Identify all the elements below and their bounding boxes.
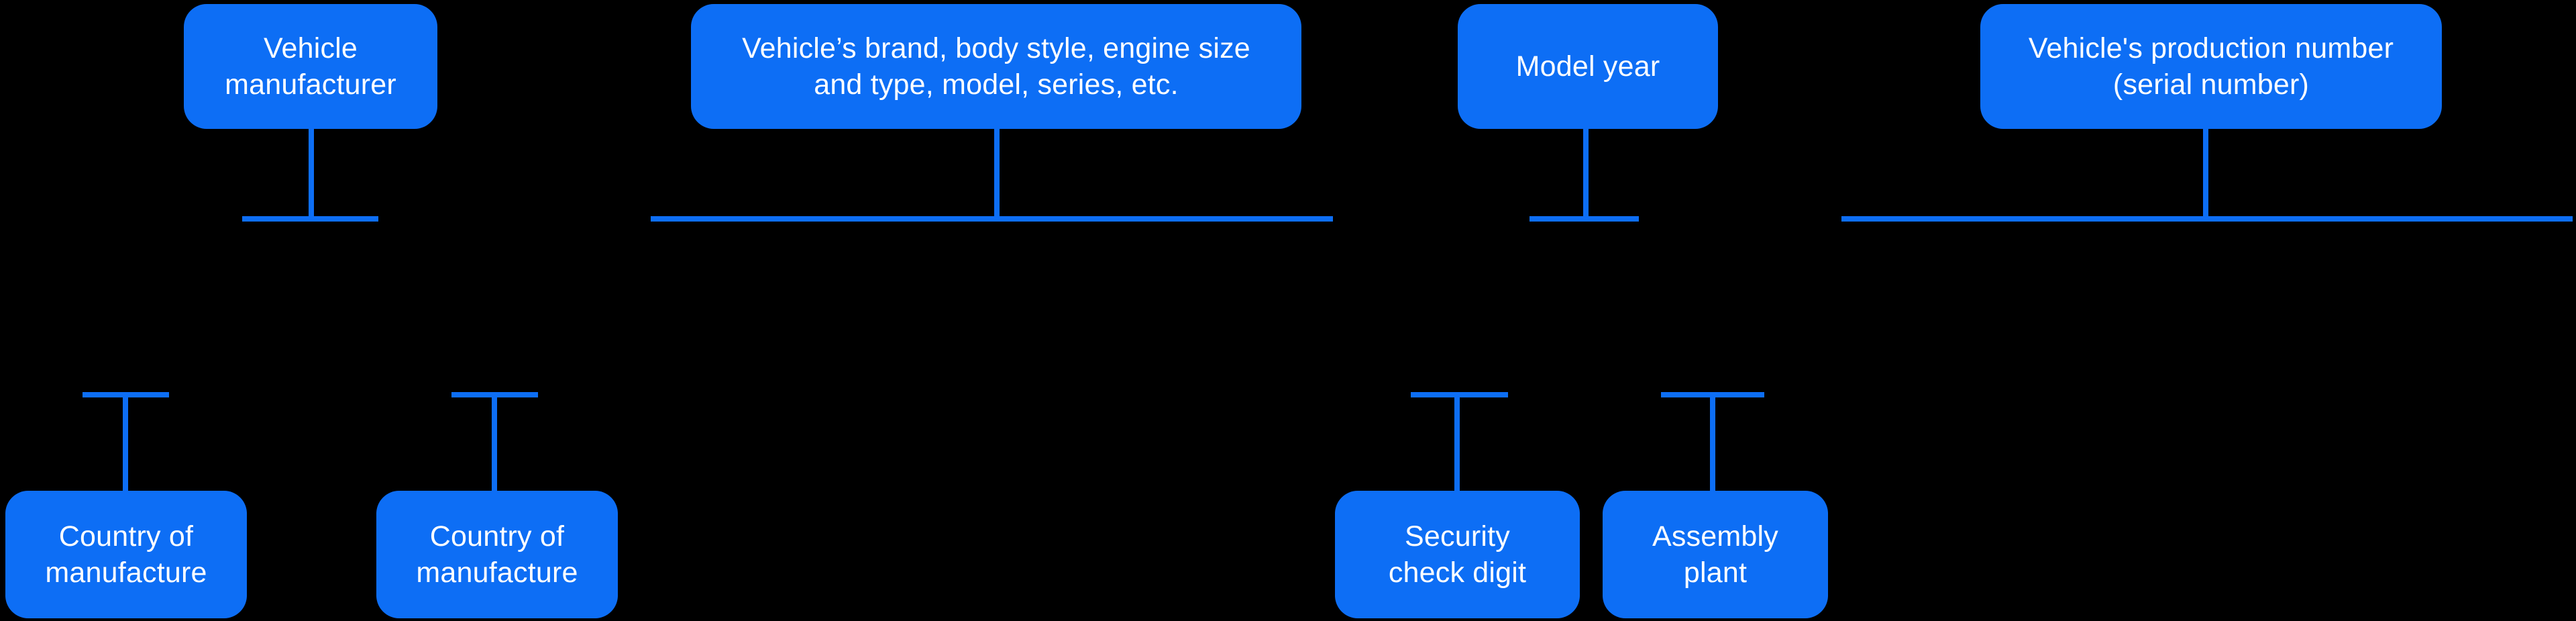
bracket-security-check-digit <box>1411 392 1508 397</box>
node-production-number: Vehicle's production number (serial numb… <box>1980 4 2442 129</box>
node-country-of-manufacture-2: Country of manufacture <box>376 491 618 618</box>
node-country-of-manufacture-1: Country of manufacture <box>5 491 247 618</box>
bracket-vehicle-manufacturer <box>242 216 378 222</box>
connector-stem-security-check-digit <box>1454 397 1460 491</box>
connector-stem-country-of-manufacture-2 <box>492 397 497 491</box>
bracket-vehicle-descriptor <box>651 216 1333 222</box>
node-security-check-digit: Security check digit <box>1335 491 1580 618</box>
node-vehicle-manufacturer: Vehicle manufacturer <box>184 4 437 129</box>
connector-stem-model-year <box>1583 129 1589 216</box>
connector-stem-vehicle-manufacturer <box>309 129 314 216</box>
bracket-production-number <box>1841 216 2573 222</box>
connector-stem-country-of-manufacture-1 <box>123 397 128 491</box>
bracket-model-year <box>1529 216 1639 222</box>
connector-stem-assembly-plant <box>1710 397 1715 491</box>
node-assembly-plant: Assembly plant <box>1603 491 1828 618</box>
connector-stem-vehicle-descriptor <box>994 129 1000 216</box>
bracket-country-of-manufacture-2 <box>451 392 538 397</box>
connector-stem-production-number <box>2203 129 2208 216</box>
node-vehicle-descriptor: Vehicle’s brand, body style, engine size… <box>691 4 1301 129</box>
bracket-assembly-plant <box>1661 392 1764 397</box>
node-model-year: Model year <box>1458 4 1718 129</box>
bracket-country-of-manufacture-1 <box>83 392 169 397</box>
